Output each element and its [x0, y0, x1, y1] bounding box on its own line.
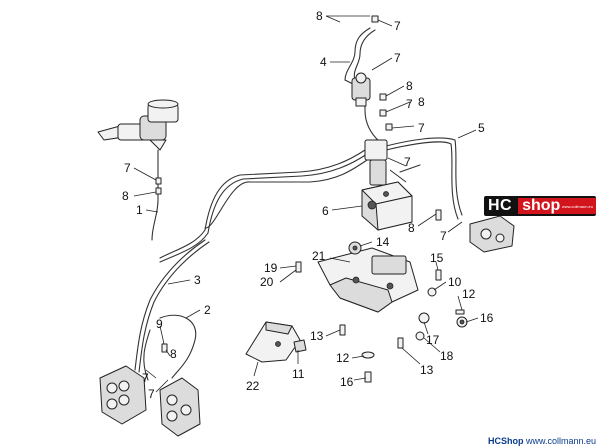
brake-pipes: [134, 27, 463, 381]
callout-8: 8: [170, 347, 177, 361]
logo-sub-url: www.collmann.eu: [561, 204, 593, 209]
callout-20: 20: [260, 275, 274, 289]
callout-7: 7: [440, 229, 447, 243]
callout-13: 13: [310, 329, 324, 343]
callout-9: 9: [156, 317, 163, 331]
callout-12: 12: [336, 351, 350, 365]
callout-1: 1: [136, 203, 143, 217]
logo-shop-word: shop: [522, 197, 561, 214]
callout-7: 7: [418, 121, 425, 135]
brake-caliper-right-icon: [159, 377, 201, 437]
callout-7: 7: [394, 19, 401, 33]
callout-8: 8: [122, 189, 129, 203]
callout-21: 21: [312, 249, 326, 263]
brake-pipe-4: [344, 27, 371, 86]
callout-7: 7: [142, 371, 149, 385]
callout-7: 7: [394, 51, 401, 65]
fasteners: [155, 15, 468, 383]
callout-15: 15: [430, 251, 444, 265]
hc-shop-logo: HC shop www.collmann.eu: [484, 196, 596, 216]
callout-4: 4: [320, 55, 327, 69]
callout-6: 6: [322, 204, 329, 218]
callout-18: 18: [440, 349, 454, 363]
valve-assembly-top: [351, 72, 371, 107]
callout-2: 2: [204, 303, 211, 317]
callout-22: 22: [246, 379, 260, 393]
leader-lines: [133, 15, 479, 393]
footer-brand: HCShop: [487, 436, 524, 446]
callout-16: 16: [480, 311, 494, 325]
callout-8: 8: [406, 79, 413, 93]
master-cylinder-icon: [97, 99, 179, 151]
brake-pipe-5: [385, 137, 463, 216]
bracket-22: [245, 321, 301, 363]
brake-pipe-3: [134, 239, 206, 371]
callout-labels: 8 7 4 7 8 7 8 7 5 7 7 8 1 6 8 7 14 3 21 …: [122, 9, 494, 401]
logo-shop-text: shop www.collmann.eu: [518, 198, 596, 214]
brake-pipe-main: [159, 147, 381, 259]
abs-modulator-icon: [361, 139, 413, 231]
callout-10: 10: [448, 275, 462, 289]
footer-url[interactable]: www.collmann.eu: [525, 436, 596, 446]
callout-14: 14: [376, 235, 390, 249]
callout-3: 3: [194, 273, 201, 287]
footer-credit: HCShop www.collmann.eu: [488, 436, 596, 446]
callout-7: 7: [406, 97, 413, 111]
callout-17: 17: [426, 333, 440, 347]
mounting-bracket-icon: [317, 247, 419, 313]
brake-pipe-2: [159, 314, 197, 379]
brake-pipe-1: [151, 149, 159, 241]
callout-12: 12: [462, 287, 476, 301]
callout-7: 7: [124, 161, 131, 175]
callout-19: 19: [264, 261, 278, 275]
callout-8: 8: [316, 9, 323, 23]
callout-7: 7: [404, 155, 411, 169]
brake-caliper-icon: [99, 365, 147, 425]
callout-16: 16: [340, 375, 354, 389]
callout-8: 8: [418, 95, 425, 109]
rear-caliper-icon: [469, 215, 515, 253]
callout-7: 7: [148, 387, 155, 401]
callout-5: 5: [478, 121, 485, 135]
callout-8: 8: [408, 221, 415, 235]
callout-11: 11: [292, 367, 305, 381]
logo-hc-text: HC: [488, 197, 513, 214]
callout-13: 13: [420, 363, 434, 377]
